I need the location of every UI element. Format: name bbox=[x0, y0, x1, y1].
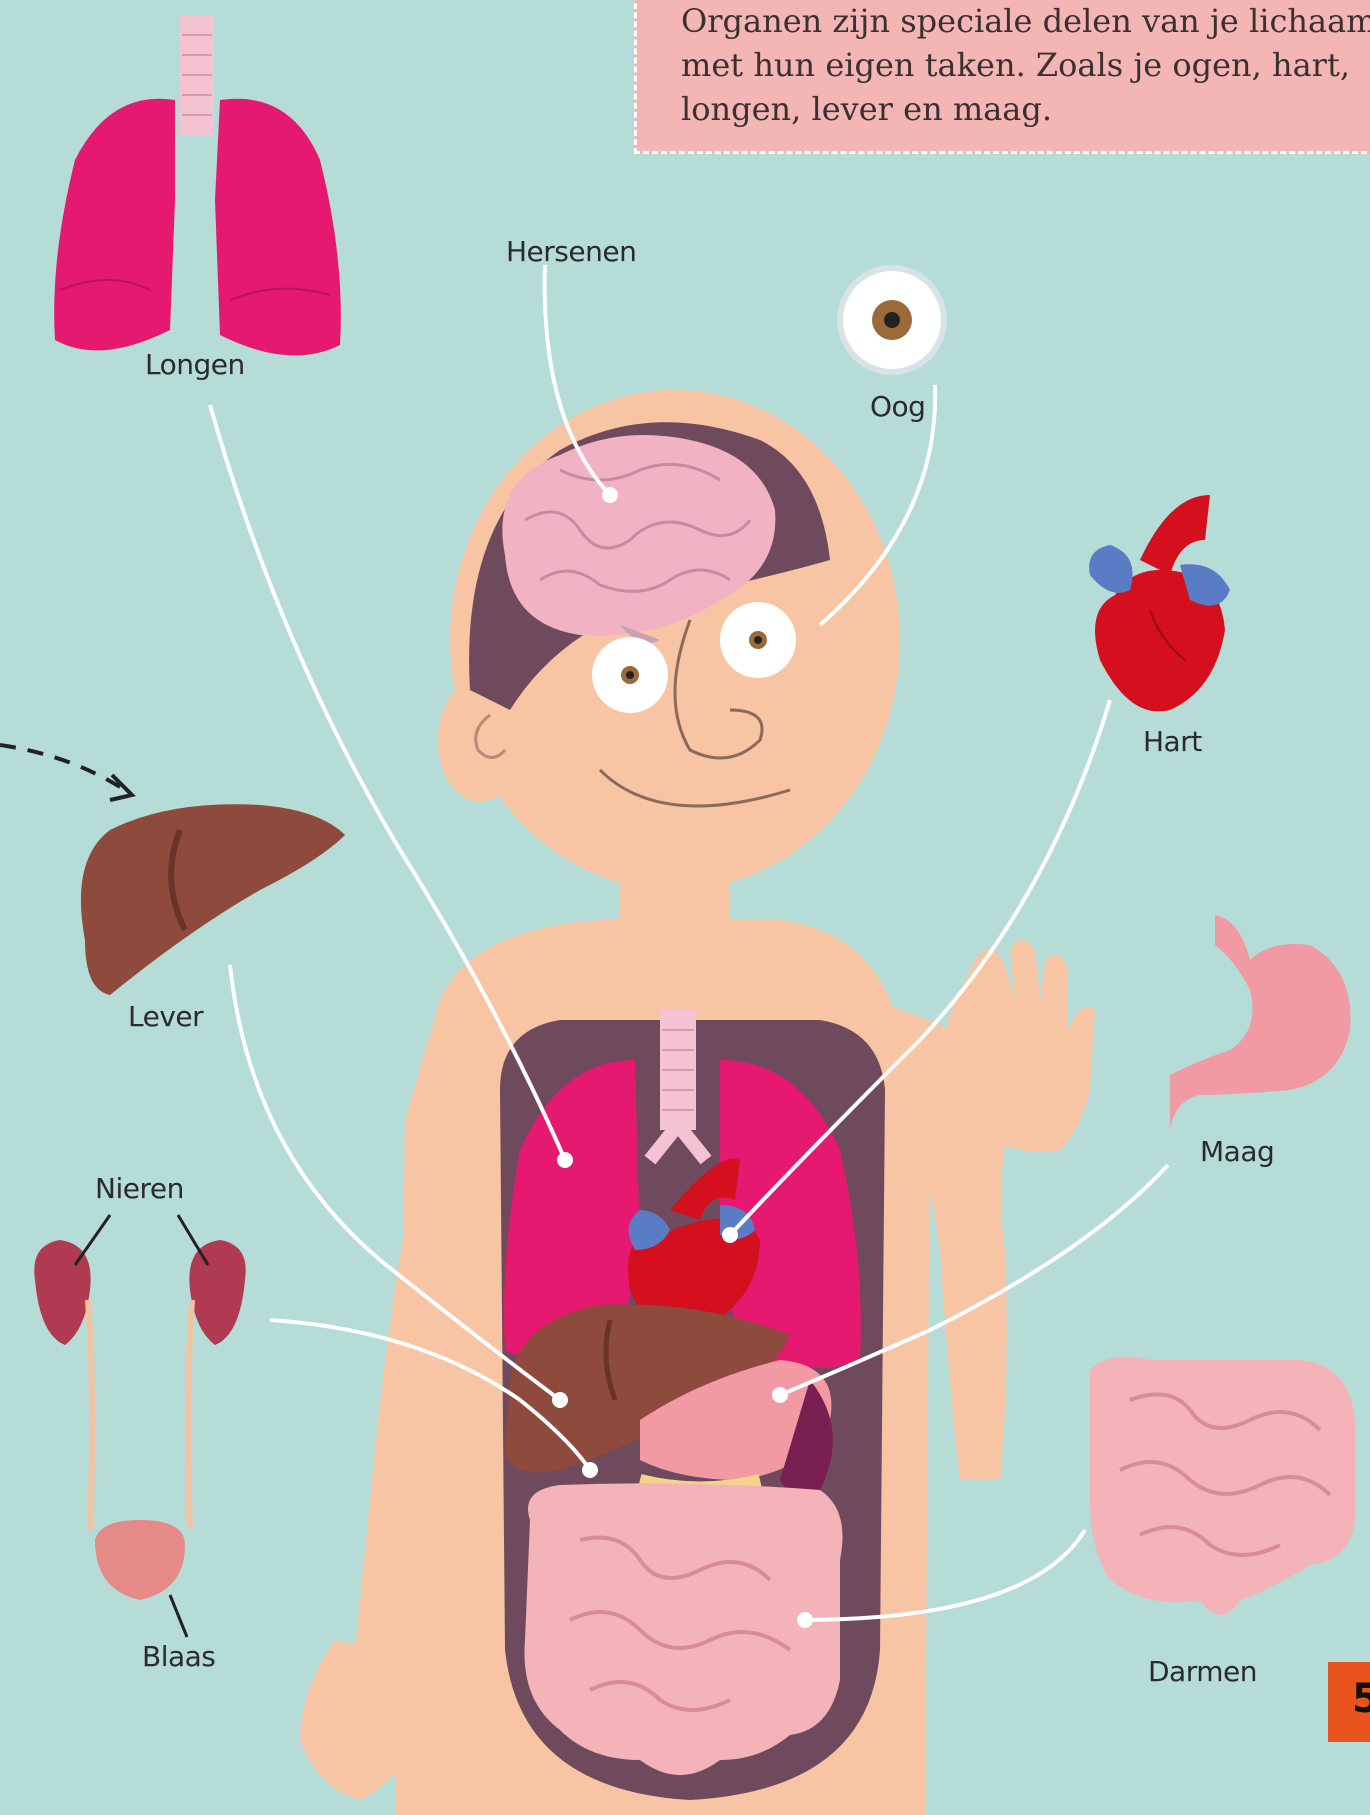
kidneys-illustration bbox=[34, 1240, 245, 1530]
label-maag: Maag bbox=[1200, 1135, 1274, 1168]
lungs-illustration bbox=[54, 15, 341, 355]
intestines-illustration bbox=[1090, 1357, 1355, 1615]
label-lever: Lever bbox=[128, 1000, 203, 1033]
leader-nieren-left bbox=[75, 1215, 110, 1265]
eye-illustration bbox=[840, 268, 944, 372]
intro-box: Organen zijn speciale delen van je licha… bbox=[634, 0, 1370, 154]
bladder-illustration bbox=[95, 1520, 185, 1600]
dashed-arrow-decoration bbox=[0, 745, 132, 800]
leader-nieren-right bbox=[178, 1215, 208, 1265]
liver-illustration bbox=[81, 804, 345, 995]
heart-illustration bbox=[1089, 495, 1230, 711]
label-nieren: Nieren bbox=[95, 1172, 184, 1205]
label-hart: Hart bbox=[1143, 725, 1202, 758]
label-longen: Longen bbox=[145, 348, 245, 381]
label-blaas: Blaas bbox=[142, 1640, 215, 1673]
stomach-illustration bbox=[1170, 915, 1351, 1130]
label-oog: Oog bbox=[870, 390, 925, 423]
page-number-tab: 5 bbox=[1328, 1662, 1370, 1742]
intro-text: Organen zijn speciale delen van je licha… bbox=[681, 0, 1370, 131]
leader-blaas bbox=[170, 1595, 187, 1637]
page-number: 5 bbox=[1352, 1676, 1370, 1722]
label-darmen: Darmen bbox=[1148, 1655, 1257, 1688]
label-hersenen: Hersenen bbox=[506, 235, 636, 268]
intestines-in-body bbox=[524, 1483, 842, 1775]
